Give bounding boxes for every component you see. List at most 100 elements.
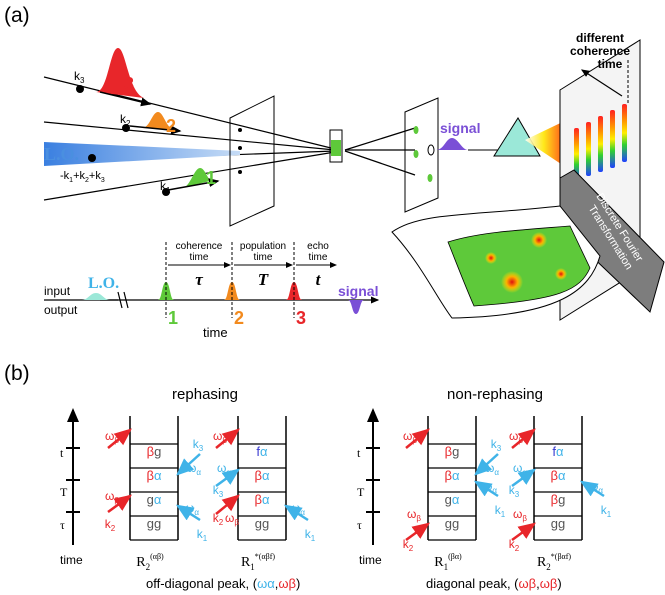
arrow-k3 (99, 91, 152, 107)
tl-num-3: 3 (296, 308, 306, 328)
omega-label: ωα (513, 461, 527, 477)
level-label: βg (445, 444, 460, 459)
axis-left-tau: τ (60, 518, 65, 532)
level-label: fα (552, 444, 564, 459)
diagram-label: R1*(αβf) (241, 552, 275, 572)
pulse-2-number: 2 (166, 116, 176, 136)
level-label: gα (147, 492, 162, 507)
dot-sum (88, 154, 96, 162)
pulse-arrow (215, 468, 241, 488)
mask-dot (238, 128, 242, 132)
k-label: k3 (491, 437, 502, 453)
k-label: k3 (509, 483, 520, 499)
mask-dot (413, 150, 419, 158)
seg1-line1: coherence (176, 241, 223, 252)
omega-label: ωα (291, 501, 305, 517)
k3-label: k3 (74, 69, 85, 85)
omega-label: ωβ (513, 507, 527, 523)
k-label: k1 (305, 527, 316, 543)
tl-signal-label: signal (338, 283, 378, 299)
k-label: k2 (105, 517, 116, 533)
k2-label: k2 (120, 112, 131, 128)
pulse-arrow (405, 522, 431, 542)
k-label: k1 (495, 503, 506, 519)
level-label: βg (147, 444, 162, 459)
axis-right-T: T (357, 485, 365, 499)
mask-dot (427, 174, 433, 182)
omega-label: ωβ (407, 507, 421, 523)
omega-label: ωα (185, 501, 199, 517)
level-label: gg (147, 516, 161, 531)
level-label: βα (255, 492, 270, 507)
omega-label: ωα (217, 461, 231, 477)
peak-spot (555, 268, 567, 280)
output-label: output (44, 303, 78, 317)
level-label: βα (255, 468, 270, 483)
prism (493, 117, 541, 157)
pulse-arrow (283, 504, 309, 522)
omega-label: ωβ (509, 429, 523, 445)
level-label: fα (256, 444, 268, 459)
time-axis-left (66, 408, 80, 545)
panel-b-label: (b) (4, 362, 30, 385)
arrow-k1 (167, 178, 220, 191)
pulse-2 (142, 112, 176, 130)
coherence-line3: time (598, 57, 623, 71)
peak-spot (485, 252, 497, 264)
pulse-3-number: 3 (124, 74, 134, 94)
k-label: k1 (601, 503, 612, 519)
k-label: k2 (509, 537, 520, 553)
k-label: k2 (213, 511, 224, 527)
pulse-1-number: 1 (206, 168, 216, 188)
mask-plane-2 (404, 97, 439, 213)
spectrum-map (447, 225, 591, 307)
level-label: βα (551, 468, 566, 483)
coherence-arrow (580, 69, 623, 97)
k-label: k3 (193, 437, 204, 453)
sample-cell (329, 129, 343, 163)
omega-label: ωα (483, 479, 497, 495)
feynman-diagrams: gggαβαβgR2(αβ)ggβαβαfαR1*(αβf)gggαβαβgR1… (105, 416, 612, 572)
sample-fill (331, 140, 341, 156)
dot-k3 (76, 85, 84, 93)
axis-right-time: time (359, 553, 382, 567)
omega-label: ωβ (213, 429, 227, 445)
tl-lo-label: L.O. (88, 275, 119, 292)
coherence-line2: coherence (570, 44, 630, 58)
peak-spot (531, 232, 547, 248)
arrow-k2 (129, 125, 182, 135)
pulse-arrow (107, 494, 133, 514)
emission-arrow (107, 428, 132, 449)
diagram-label: R2*(βαf) (537, 552, 571, 572)
emission-arrow (405, 428, 430, 449)
k-label: k2 (403, 537, 414, 553)
omega-label: ωα (485, 461, 499, 477)
lo-label: L.O. (44, 144, 79, 164)
tl-lo-pulse (82, 293, 110, 300)
spectrum-bars (574, 104, 627, 180)
sum-label: -k1+k2+k3 (60, 170, 105, 184)
k1-label: k1 (160, 179, 171, 195)
level-label: gα (445, 492, 460, 507)
peak-spot (501, 271, 523, 293)
coherence-line1: different (576, 31, 624, 45)
pulse-arrow (175, 504, 201, 522)
tl-num-1: 1 (168, 308, 178, 328)
tau-symbol: τ (195, 270, 203, 289)
emission-arrow (215, 428, 240, 449)
T-symbol: T (258, 270, 269, 289)
pulse-1 (182, 168, 214, 188)
tl-time-label: time (203, 325, 228, 340)
tl-signal-pulse (348, 300, 364, 314)
axis-right-tau: τ (357, 518, 362, 532)
k-label: k1 (197, 527, 208, 543)
axis-right-t: t (357, 446, 361, 460)
level-label: gg (255, 516, 269, 531)
omega-label: ωα (589, 479, 603, 495)
omega-label: ωβ (403, 429, 417, 445)
level-label: βg (551, 492, 566, 507)
pulse-arrow (215, 494, 240, 515)
level-label: gg (551, 516, 565, 531)
axis-left-time: time (60, 553, 83, 567)
tl-pulse-2 (224, 282, 240, 300)
